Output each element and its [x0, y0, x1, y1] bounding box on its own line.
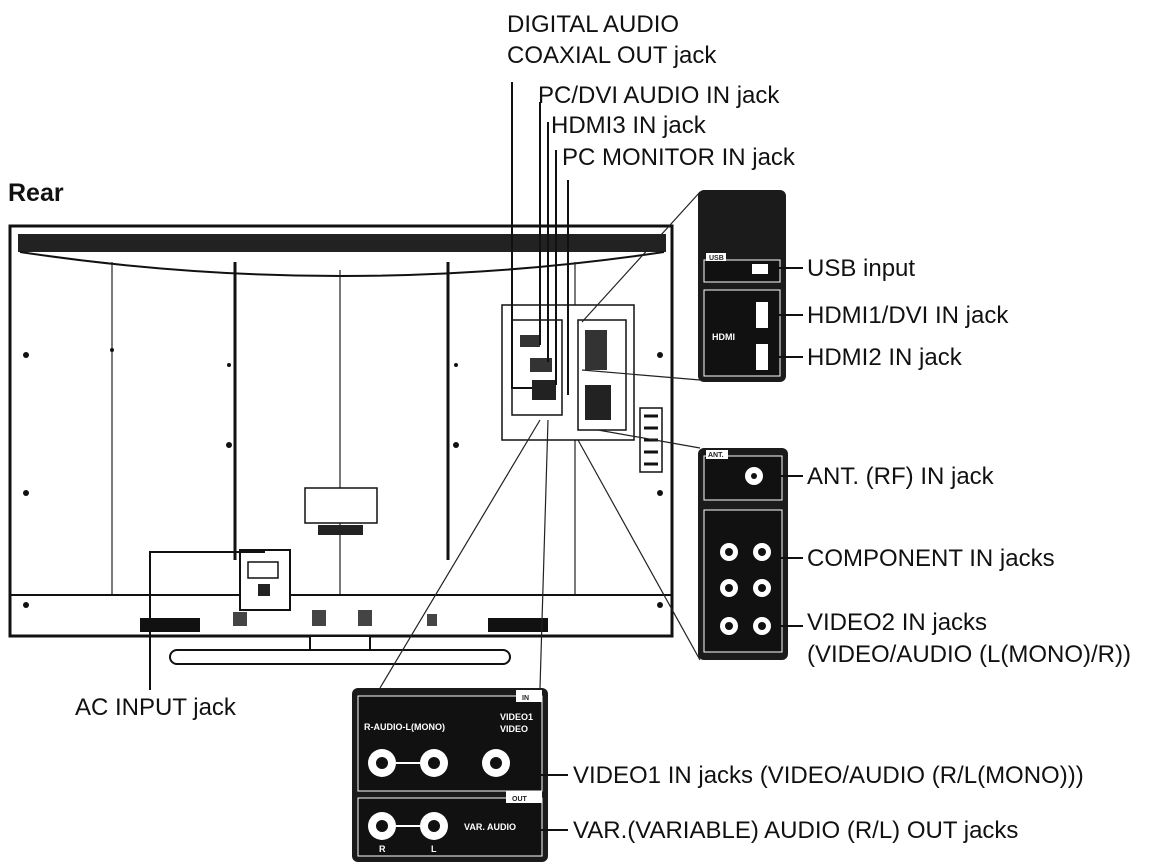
r-audio-l-mono: R-AUDIO-L(MONO) — [364, 722, 445, 732]
l-caption: L — [431, 844, 437, 854]
video1-caption: VIDEO1 — [500, 712, 533, 722]
label-digital-audio-2: COAXIAL OUT jack — [507, 42, 717, 69]
label-var-audio: VAR.(VARIABLE) AUDIO (R/L) OUT jacks — [573, 817, 1018, 844]
label-ant: ANT. (RF) IN jack — [807, 463, 995, 490]
label-hdmi1: HDMI1/DVI IN jack — [807, 302, 1009, 329]
label-video1: VIDEO1 IN jacks (VIDEO/AUDIO (R/L(MONO))… — [573, 762, 1084, 789]
ant-component-inset: ANT. — [577, 429, 788, 661]
ac-input-leader — [149, 551, 265, 690]
label-video2: VIDEO2 IN jacks — [807, 609, 987, 636]
label-hdmi2: HDMI2 IN jack — [807, 344, 963, 371]
label-usb: USB input — [807, 255, 915, 282]
bottom-inset-leaders — [518, 774, 568, 831]
inset-leaders-top — [770, 267, 803, 358]
rear-heading: Rear — [8, 179, 64, 207]
video1-caption-2: VIDEO — [500, 724, 528, 734]
label-ac-input: AC INPUT jack — [75, 694, 237, 721]
label-pc-dvi-audio: PC/DVI AUDIO IN jack — [538, 82, 780, 109]
inset-leaders-bottom — [765, 475, 803, 627]
label-digital-audio: DIGITAL AUDIO — [507, 11, 679, 38]
hdmi-logo: HDMI — [712, 332, 735, 342]
r-caption: R — [379, 844, 386, 854]
usb-tag: USB — [709, 255, 724, 262]
in-tag: IN — [522, 695, 529, 702]
label-video2-sub: (VIDEO/AUDIO (L(MONO)/R)) — [807, 641, 1131, 668]
video1-var-audio-inset: IN R-AUDIO-L(MONO) VIDEO1 VIDEO OUT VAR.… — [352, 419, 549, 862]
out-tag: OUT — [512, 796, 528, 803]
tv-body — [8, 224, 674, 638]
ant-tag: ANT. — [708, 452, 724, 459]
tv-stand — [169, 635, 511, 665]
var-audio-caption: VAR. AUDIO — [464, 822, 516, 832]
label-component: COMPONENT IN jacks — [807, 545, 1055, 572]
label-pc-monitor: PC MONITOR IN jack — [562, 144, 796, 171]
hdmi-usb-inset: USB HDMI — [581, 190, 786, 382]
label-hdmi3: HDMI3 IN jack — [551, 112, 707, 139]
top-leader-lines — [511, 82, 569, 395]
